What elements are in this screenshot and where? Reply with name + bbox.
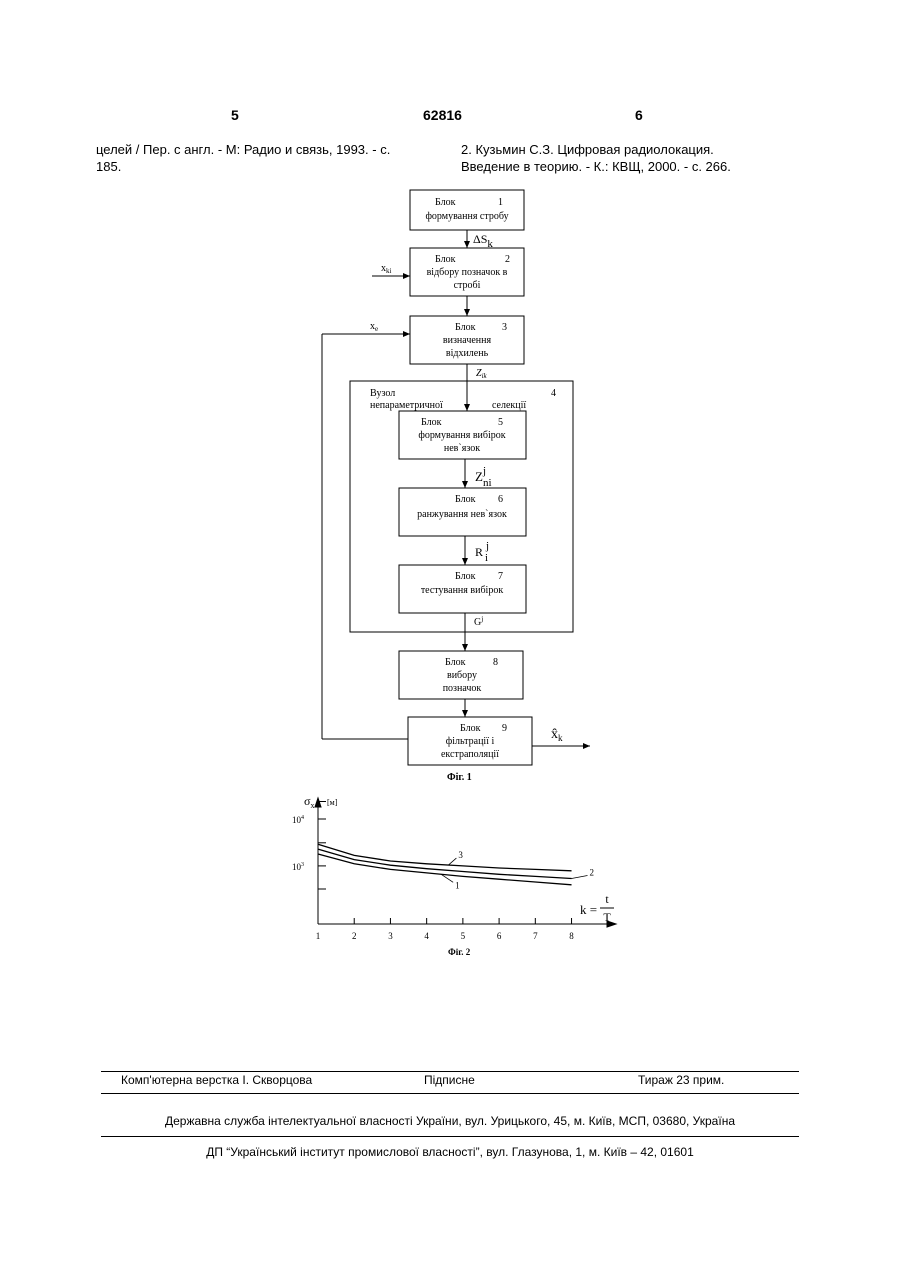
block-2-number: 2 [505, 254, 510, 265]
label-zni-sub: ni [483, 477, 492, 489]
figure-2-caption: Фіг. 2 [448, 947, 471, 957]
svg-text:xe: xe [370, 321, 378, 333]
block-1-box [410, 190, 524, 230]
label-delta-s: ΔS [473, 232, 487, 246]
block-3-text-line2: відхилень [446, 348, 489, 359]
footer-rule-middle [101, 1093, 799, 1094]
block-2-title: Блок [435, 254, 456, 265]
block-5-text-line1: формування вибірок [418, 430, 505, 441]
block-5-title: Блок [421, 417, 442, 428]
block-7-number: 7 [498, 571, 503, 582]
block-1-title: Блок [435, 197, 456, 208]
block-7-title: Блок [455, 571, 476, 582]
label-delta-s-sub: k [487, 238, 493, 250]
svg-text:Gj: Gj [474, 615, 483, 628]
x-tick-label-3: 4 [424, 931, 429, 941]
figure-1-block-diagram: Блок 1 формування стробу Блок 2 відбору … [0, 0, 901, 800]
footer-office: Державна служба інтелектуальної власност… [101, 1114, 799, 1128]
block-9-text-line1: фільтрації і [446, 736, 495, 747]
block-9-text-line2: екстраполяції [441, 749, 499, 760]
series-label-2: 2 [590, 868, 595, 878]
block-8-text-line1: вибору [447, 670, 477, 681]
footer-layout-credit: Комп'ютерна верстка І. Скворцова [121, 1073, 312, 1087]
block-7-text: тестування вибірок [421, 585, 504, 596]
footer-signed: Підписне [424, 1073, 475, 1087]
block-3-number: 3 [502, 322, 507, 333]
svg-text:σx: σx [304, 794, 314, 810]
svg-text:x̂k: x̂k [551, 727, 563, 743]
x-tick-label-7: 8 [569, 931, 574, 941]
block-9-title: Блок [460, 723, 481, 734]
block-8-number: 8 [493, 657, 498, 668]
block-6-text: ранжування нев`язок [417, 509, 507, 520]
block-8-text-line2: позначок [443, 683, 482, 694]
y-axis-label-sub: x [310, 801, 314, 810]
svg-text:ΔSk: ΔSk [473, 232, 493, 250]
figure-1-caption: Фіг. 1 [447, 772, 472, 783]
label-zni: Z [475, 469, 483, 484]
label-gj-sup: j [480, 615, 483, 623]
figure-2-chart: 104 103 1 2 3 4 5 6 7 8 1 2 3 σx [м] k = t T Фіг. … [270, 790, 650, 965]
footer-rule-bottom [101, 1136, 799, 1137]
block-5-text-line2: нев`язок [444, 443, 480, 454]
svg-text:Zik: Zik [476, 368, 488, 380]
block-2-text-line2: стробі [454, 280, 481, 291]
y-tick-label-0: 104 [292, 815, 304, 825]
x-tick-label-6: 7 [533, 931, 538, 941]
label-ri-sub: i [485, 552, 488, 564]
label-xk-output: x̂ [551, 727, 558, 742]
block-3-title: Блок [455, 322, 476, 333]
node-4-title: Вузол [370, 388, 395, 399]
footer-circulation: Тираж 23 прим. [638, 1073, 724, 1087]
x-axis-frac-bottom: T [603, 910, 611, 924]
label-ri-sup: j [485, 540, 489, 552]
block-6-number: 6 [498, 494, 503, 505]
label-gj: G [474, 617, 481, 628]
series-leader-2 [572, 876, 588, 879]
block-1-text: формування стробу [425, 211, 508, 222]
y-axis-arrow [315, 798, 321, 807]
node-4-number: 4 [551, 388, 556, 399]
x-axis-frac-top: t [605, 892, 609, 906]
label-zik-sub: ik [482, 372, 488, 380]
label-zni-sup: j [482, 465, 486, 477]
x-tick-label-4: 5 [461, 931, 466, 941]
label-ri: R [475, 545, 483, 559]
block-9-number: 9 [502, 723, 507, 734]
block-8-title: Блок [445, 657, 466, 668]
y-tick-label-1: 103 [292, 862, 304, 872]
x-axis-label: k = [580, 902, 597, 917]
block-6-title: Блок [455, 494, 476, 505]
x-tick-label-2: 3 [388, 931, 393, 941]
label-xk-output-sub: k [558, 733, 563, 743]
block-3-text-line1: визначення [443, 335, 492, 346]
x-tick-label-5: 6 [497, 931, 502, 941]
footer-rule-top [101, 1071, 799, 1072]
label-xe-sub: e [375, 325, 378, 333]
node-4-text-b: селекції [492, 400, 526, 411]
x-tick-label-0: 1 [316, 931, 321, 941]
label-xki-sub: ki [386, 267, 392, 275]
series-label-1: 1 [455, 880, 460, 890]
svg-text:xki: xki [381, 263, 392, 275]
block-2-text-line1: відбору позначок в [427, 267, 508, 278]
x-tick-label-1: 2 [352, 931, 357, 941]
y-axis-unit: [м] [327, 798, 338, 807]
series-label-3: 3 [458, 850, 463, 860]
series-line-3 [318, 844, 572, 871]
series-leader-3 [448, 858, 456, 865]
footer-institute: ДП “Український інститут промислової вла… [101, 1145, 799, 1159]
block-1-number: 1 [498, 197, 503, 208]
node-4-text-a: непараметричної [370, 400, 443, 411]
block-5-number: 5 [498, 417, 503, 428]
